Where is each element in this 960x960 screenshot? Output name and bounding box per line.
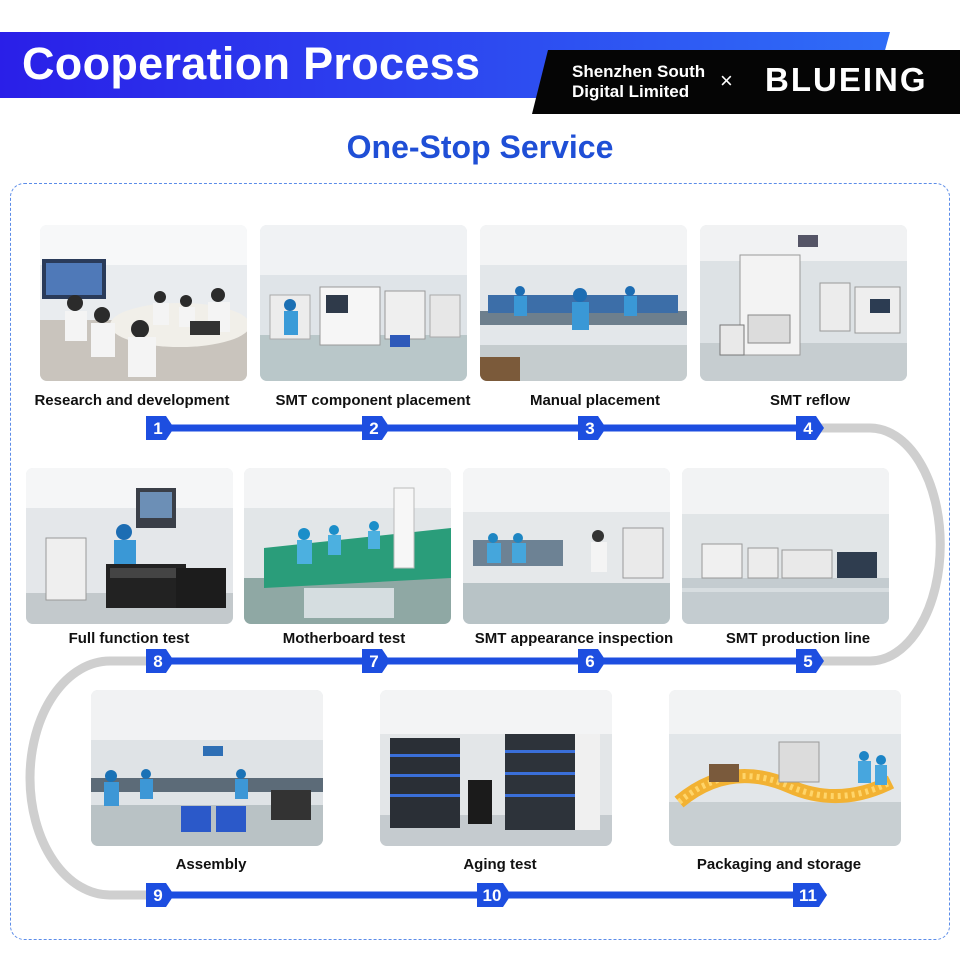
step-number-7: 7 bbox=[369, 652, 378, 671]
step-badge-11: 11 bbox=[793, 883, 827, 907]
header-banner bbox=[0, 32, 960, 114]
production-line-photo bbox=[682, 468, 889, 624]
step-badge-8: 8 bbox=[146, 649, 174, 673]
times-sign: × bbox=[720, 68, 733, 93]
step-badge-5: 5 bbox=[796, 649, 824, 673]
step-label-6: SMT appearance inspection bbox=[474, 630, 674, 647]
step-number-6: 6 bbox=[585, 652, 594, 671]
company-name: Shenzhen South Digital Limited bbox=[572, 62, 722, 102]
step-label-11: Packaging and storage bbox=[696, 856, 862, 873]
smt-machine-photo bbox=[260, 225, 467, 381]
connector-turn-right bbox=[805, 423, 945, 666]
step-label-4: SMT reflow bbox=[769, 392, 850, 409]
page-title: Cooperation Process bbox=[22, 38, 481, 89]
function-test-photo bbox=[26, 468, 233, 624]
company-name-line2: Digital Limited bbox=[572, 82, 690, 101]
step-number-5: 5 bbox=[803, 652, 812, 671]
step-number-3: 3 bbox=[585, 419, 594, 438]
aging-rack-photo bbox=[380, 690, 612, 846]
step-number-8: 8 bbox=[153, 652, 162, 671]
step-label-2: SMT component placement bbox=[275, 392, 471, 409]
conveyor-photo bbox=[669, 690, 901, 846]
step-label-3: Manual placement bbox=[529, 392, 661, 409]
reflow-oven-photo bbox=[700, 225, 907, 381]
step-label-9: Assembly bbox=[175, 856, 247, 873]
step-number-9: 9 bbox=[153, 886, 162, 905]
step-label-1: Research and development bbox=[34, 392, 230, 409]
step-label-10: Aging test bbox=[463, 856, 537, 873]
step-badge-9: 9 bbox=[146, 883, 174, 907]
workbench-photo bbox=[480, 225, 687, 381]
process-frame bbox=[10, 183, 950, 940]
brand-logo: BLUEING bbox=[765, 61, 928, 98]
step-badge-2: 2 bbox=[362, 416, 390, 440]
assembly-photo bbox=[91, 690, 323, 846]
step-badge-6: 6 bbox=[578, 649, 606, 673]
step-number-1: 1 bbox=[153, 419, 162, 438]
connector-turn-left bbox=[25, 656, 163, 900]
company-name-line1: Shenzhen South bbox=[572, 62, 706, 81]
step-label-5: SMT production line bbox=[725, 630, 871, 647]
step-badge-7: 7 bbox=[362, 649, 390, 673]
step-number-4: 4 bbox=[803, 419, 813, 438]
office-meeting-photo bbox=[40, 225, 247, 381]
motherboard-test-photo bbox=[244, 468, 451, 624]
inspection-photo bbox=[463, 468, 670, 624]
section-subtitle: One-Stop Service bbox=[346, 129, 614, 165]
step-number-2: 2 bbox=[369, 419, 378, 438]
step-badge-3: 3 bbox=[578, 416, 606, 440]
step-label-7: Motherboard test bbox=[282, 630, 406, 647]
step-badge-4: 4 bbox=[796, 416, 824, 440]
step-badge-1: 1 bbox=[146, 416, 174, 440]
step-badge-10: 10 bbox=[477, 883, 511, 907]
step-label-8: Full function test bbox=[68, 630, 190, 647]
step-number-11: 11 bbox=[799, 886, 817, 905]
step-number-10: 10 bbox=[483, 886, 502, 905]
